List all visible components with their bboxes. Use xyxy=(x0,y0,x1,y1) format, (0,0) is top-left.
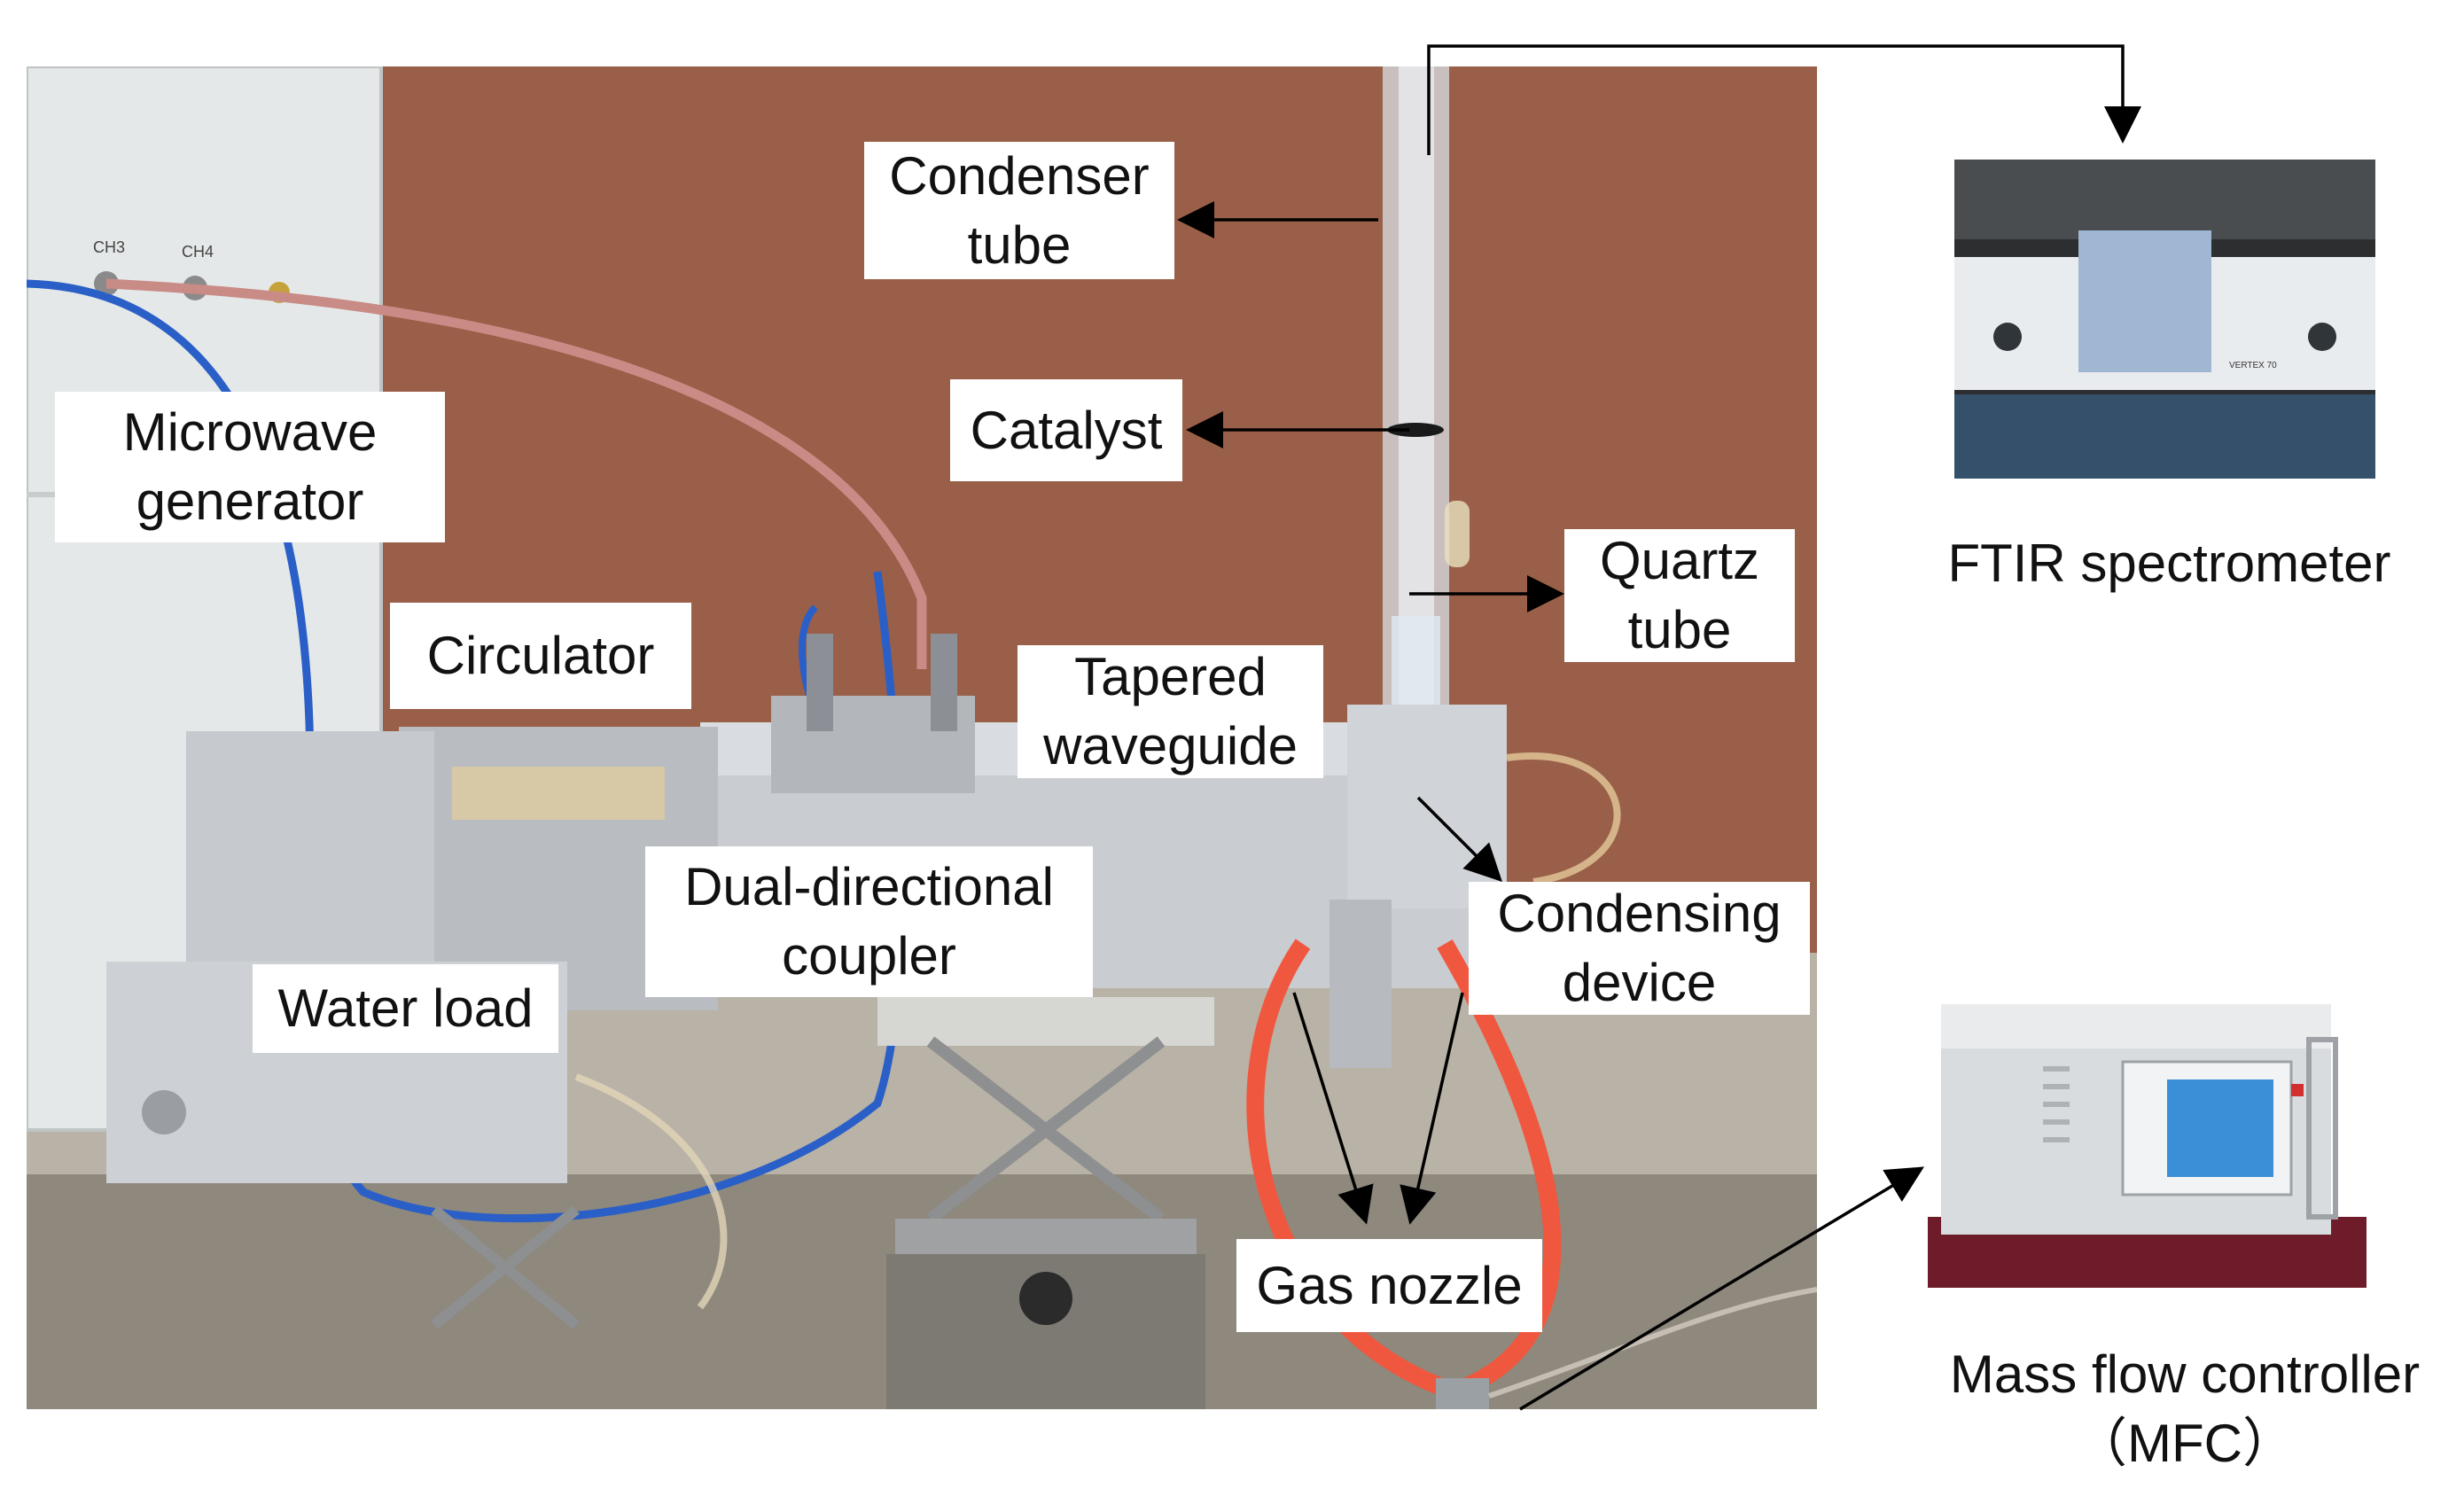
mass-flow-controller-photo xyxy=(1928,969,2367,1288)
condensing-device-bracket xyxy=(1329,900,1392,1068)
setup-illustration: CH3 CH4 xyxy=(27,66,1817,1409)
caption-ftir-spectrometer: FTIR spectrometer xyxy=(1947,534,2391,593)
ch4-port-label: CH4 xyxy=(182,243,214,261)
ftir-lid xyxy=(2078,230,2211,372)
pink-cable xyxy=(105,278,927,669)
ftir-model-text: VERTEX 70 xyxy=(2229,361,2277,370)
experimental-setup-photo: CH3 CH4 xyxy=(27,66,1817,1409)
mfc-screen xyxy=(2167,1079,2273,1177)
label-circulator: Circulator xyxy=(390,603,691,709)
caption-mfc-line1: Mass flow controller xyxy=(1949,1344,2421,1404)
caption-mass-flow-controller: Mass flow controller （MFC） xyxy=(1914,1340,2455,1478)
catalyst-bed xyxy=(1387,423,1444,437)
ftir-spectrometer-photo: VERTEX 70 xyxy=(1954,160,2375,479)
label-gas-nozzle: Gas nozzle xyxy=(1236,1239,1542,1332)
caption-mfc-line2: （MFC） xyxy=(2074,1414,2296,1473)
label-water-load: Water load xyxy=(253,964,558,1053)
ch3-port-label: CH3 xyxy=(93,238,125,256)
label-catalyst: Catalyst xyxy=(950,379,1182,481)
